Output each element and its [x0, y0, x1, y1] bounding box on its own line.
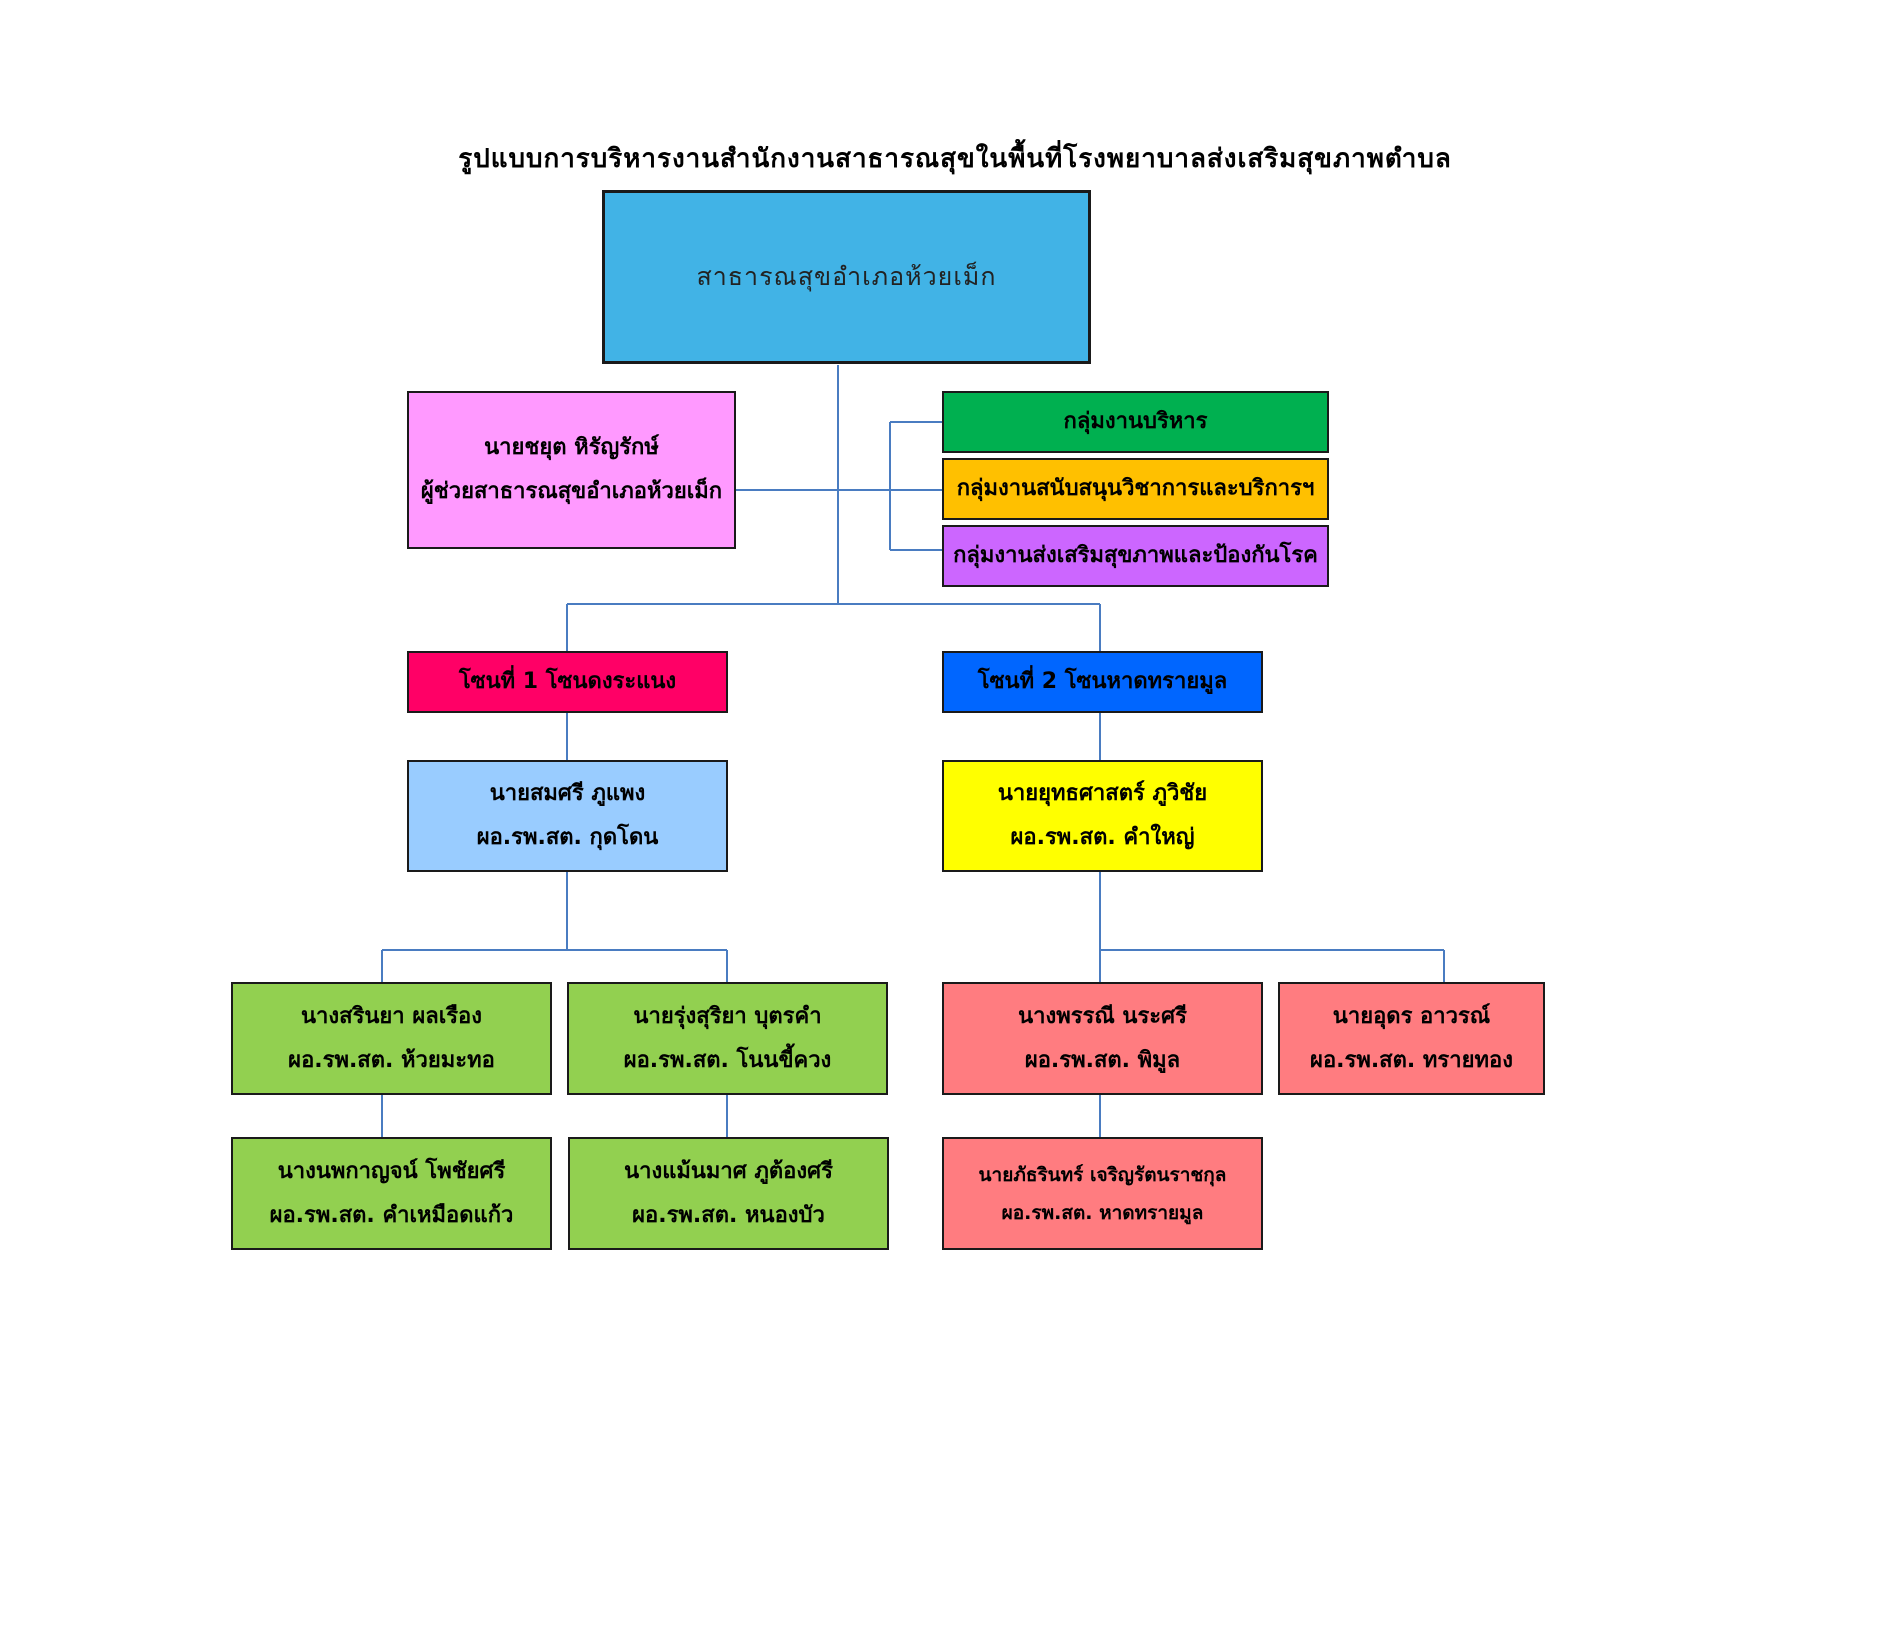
zone-2-head: นายยุทธศาสตร์ ภูวิชัย ผอ.รพ.สต. คำใหญ่ [942, 760, 1263, 872]
assistant-name: นายชยุต หิรัญรักษ์ [484, 435, 659, 460]
group-admin-label: กลุ่มงานบริหาร [1063, 409, 1208, 434]
zone-2-station-2-name: นายอุดร อาวรณ์ [1332, 1003, 1491, 1029]
zone-2-station-3-name: นายภัธรินทร์ เจริญรัตนราชกุล [978, 1163, 1227, 1186]
zone-1-head-name: นายสมศรี ภูแพง [489, 781, 646, 806]
zone-2-station-2: นายอุดร อาวรณ์ ผอ.รพ.สต. ทรายทอง [1278, 982, 1545, 1095]
zone-1-station-3: นางนพกาญจน์ โพชัยศรี ผอ.รพ.สต. คำเหมือดแ… [231, 1137, 552, 1250]
group-admin: กลุ่มงานบริหาร [942, 391, 1329, 453]
zone-1-node: โซนที่ 1 โซนดงระแนง [407, 651, 728, 713]
group-promotion: กลุ่มงานส่งเสริมสุขภาพและป้องกันโรค [942, 525, 1329, 587]
zone-2-station-1-name: นางพรรณี นระศรี [1018, 1003, 1187, 1029]
zone-2-station-3: นายภัธรินทร์ เจริญรัตนราชกุล ผอ.รพ.สต. ห… [942, 1137, 1263, 1250]
chart-title: รูปแบบการบริหารงานสำนักงานสาธารณสุขในพื้… [458, 144, 1452, 174]
zone-2-head-position: ผอ.รพ.สต. คำใหญ่ [1010, 825, 1195, 850]
zone-1-station-3-position: ผอ.รพ.สต. คำเหมือดแก้ว [269, 1202, 514, 1228]
zone-2-label: โซนที่ 2 โซนหาดทรายมูล [977, 669, 1228, 694]
root-node: สาธารณสุขอำเภอห้วยเม็ก [602, 190, 1091, 364]
zone-1-station-2: นายรุ่งสุริยา บุตรคำ ผอ.รพ.สต. โนนขี้ควง [567, 982, 888, 1095]
group-support-label: กลุ่มงานสนับสนุนวิชาการและบริการฯ [956, 476, 1315, 501]
group-support: กลุ่มงานสนับสนุนวิชาการและบริการฯ [942, 458, 1329, 520]
zone-1-station-4: นางแม้นมาศ ภูต้องศรี ผอ.รพ.สต. หนองบัว [568, 1137, 889, 1250]
zone-2-station-3-position: ผอ.รพ.สต. หาดทรายมูล [1001, 1201, 1204, 1224]
zone-1-station-1-position: ผอ.รพ.สต. ห้วยมะทอ [288, 1047, 495, 1073]
zone-1-station-4-position: ผอ.รพ.สต. หนองบัว [632, 1202, 825, 1228]
zone-1-station-2-position: ผอ.รพ.สต. โนนขี้ควง [623, 1047, 832, 1073]
zone-2-station-1: นางพรรณี นระศรี ผอ.รพ.สต. พิมูล [942, 982, 1263, 1095]
zone-1-station-1: นางสรินยา ผลเรือง ผอ.รพ.สต. ห้วยมะทอ [231, 982, 552, 1095]
assistant-position: ผู้ช่วยสาธารณสุขอำเภอห้วยเม็ก [420, 479, 723, 504]
zone-2-station-1-position: ผอ.รพ.สต. พิมูล [1024, 1047, 1181, 1073]
zone-1-label: โซนที่ 1 โซนดงระแนง [458, 669, 677, 694]
zone-1-head-position: ผอ.รพ.สต. กุดโดน [476, 825, 659, 850]
zone-1-station-4-name: นางแม้นมาศ ภูต้องศรี [624, 1158, 833, 1184]
zone-2-node: โซนที่ 2 โซนหาดทรายมูล [942, 651, 1263, 713]
assistant-node: นายชยุต หิรัญรักษ์ ผู้ช่วยสาธารณสุขอำเภอ… [407, 391, 736, 549]
zone-1-station-2-name: นายรุ่งสุริยา บุตรคำ [633, 1003, 822, 1029]
zone-1-head: นายสมศรี ภูแพง ผอ.รพ.สต. กุดโดน [407, 760, 728, 872]
zone-1-station-1-name: นางสรินยา ผลเรือง [301, 1003, 482, 1029]
zone-1-station-3-name: นางนพกาญจน์ โพชัยศรี [277, 1158, 506, 1184]
zone-2-head-name: นายยุทธศาสตร์ ภูวิชัย [997, 781, 1208, 806]
root-label: สาธารณสุขอำเภอห้วยเม็ก [696, 262, 997, 291]
zone-2-station-2-position: ผอ.รพ.สต. ทรายทอง [1310, 1047, 1513, 1073]
group-promotion-label: กลุ่มงานส่งเสริมสุขภาพและป้องกันโรค [953, 543, 1318, 568]
